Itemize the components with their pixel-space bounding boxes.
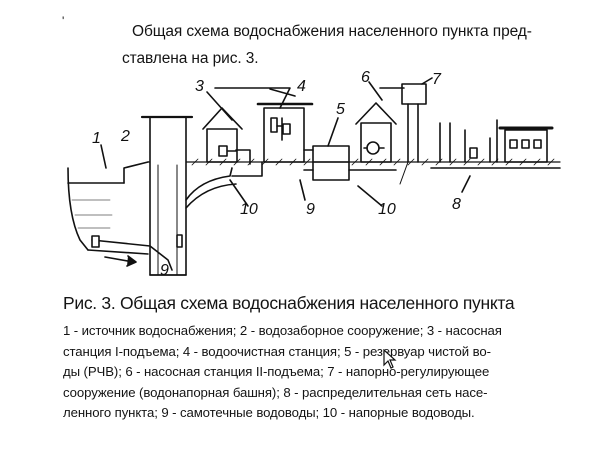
intro-paragraph: Общая схема водоснабжения населенного пу… bbox=[122, 18, 572, 72]
consumer-building bbox=[504, 129, 548, 163]
mouse-pointer-icon bbox=[383, 349, 397, 369]
label-4: 4 bbox=[297, 78, 306, 95]
stray-mark: ' bbox=[62, 14, 65, 28]
pump-station-2 bbox=[360, 122, 392, 163]
figure-caption-title: Рис. 3. Общая схема водоснабжения населе… bbox=[63, 293, 515, 313]
caption-line-1: 1 - источник водоснабжения; 2 - водозабо… bbox=[63, 323, 502, 338]
label-10-left: 10 bbox=[240, 201, 258, 218]
water-tower-tank bbox=[401, 83, 427, 105]
caption-line-5: ленного пункта; 9 - самотечные водоводы;… bbox=[63, 405, 475, 420]
label-10-center: 10 bbox=[378, 201, 396, 218]
figure-caption-legend: 1 - источник водоснабжения; 2 - водозабо… bbox=[63, 321, 558, 424]
intro-line-1: Общая схема водоснабжения населенного пу… bbox=[132, 23, 532, 40]
label-5: 5 bbox=[336, 101, 345, 118]
intro-line-2: ставлена на рис. 3. bbox=[122, 50, 259, 67]
caption-line-3: ды (РЧВ); 6 - насосная станция II-подъем… bbox=[63, 364, 490, 379]
intake-structure bbox=[149, 116, 187, 276]
label-9-left: 9 bbox=[160, 262, 169, 279]
label-2: 2 bbox=[120, 128, 130, 145]
pump-station-1 bbox=[206, 128, 238, 163]
label-7: 7 bbox=[432, 71, 442, 88]
clean-water-reservoir bbox=[312, 145, 350, 181]
source-bank bbox=[67, 167, 89, 251]
caption-line-4: сооружение (водонапорная башня); 8 - рас… bbox=[63, 384, 488, 400]
label-9-center: 9 bbox=[306, 201, 315, 218]
source-bottom bbox=[87, 249, 149, 255]
label-3: 3 bbox=[195, 78, 204, 95]
label-6: 6 bbox=[361, 69, 370, 86]
label-8: 8 bbox=[452, 196, 461, 213]
label-1: 1 bbox=[92, 130, 101, 147]
caption-line-2: станция I-подъема; 4 - водоочистная стан… bbox=[63, 343, 491, 359]
water-treatment-station bbox=[263, 107, 305, 163]
